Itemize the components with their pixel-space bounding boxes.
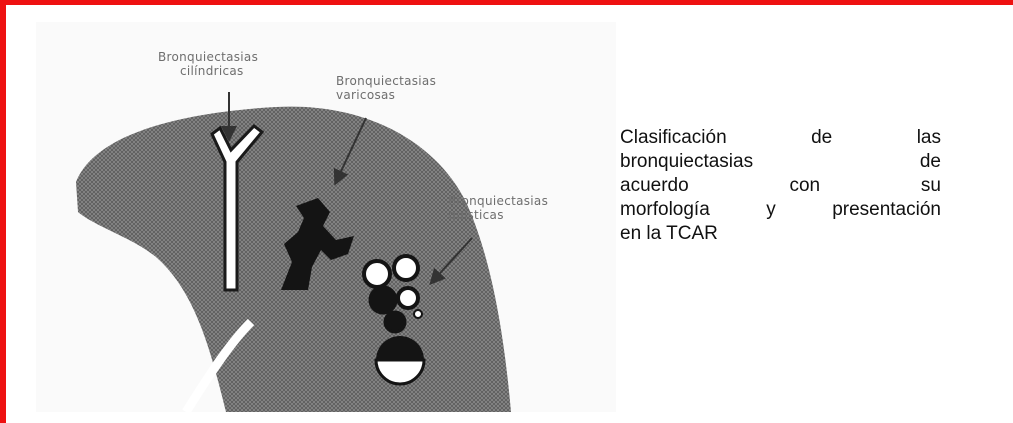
figure-caption: Clasificación de las bronquiectasias de … <box>620 126 941 246</box>
cyst-2 <box>392 254 420 282</box>
label-quisticas: Bronquiectasias quísticas <box>448 194 549 222</box>
arrow-quisticas <box>429 237 473 285</box>
caption-line: Clasificación de las <box>620 127 941 148</box>
label-cilindricas: Bronquiectasias cilíndricas <box>158 50 259 78</box>
fissure-band <box>182 318 255 412</box>
lung-diagram-drawing <box>76 92 511 412</box>
cyst-1 <box>362 259 392 289</box>
frame-left-border <box>0 0 6 423</box>
cyst-6 <box>413 309 423 319</box>
label-varicosas: Bronquiectasias varicosas <box>336 74 437 102</box>
cyst-4 <box>396 286 420 310</box>
caption-line: morfología y presentación <box>620 199 941 220</box>
arrow-varicosas <box>333 117 367 186</box>
cyst-3 <box>368 285 398 315</box>
cyst-fluid-top <box>376 336 424 360</box>
caption-line: acuerdo con su <box>620 175 941 196</box>
frame-top-border <box>0 0 1013 5</box>
cyst-5 <box>383 310 407 334</box>
caption-line: en la TCAR <box>620 223 718 244</box>
cyst-air-bottom <box>374 358 426 386</box>
caption-line: bronquiectasias de <box>620 151 941 172</box>
varicose-bronchus <box>281 198 354 290</box>
lung-diagram: Bronquiectasias cilíndricas Bronquiectas… <box>36 22 616 412</box>
